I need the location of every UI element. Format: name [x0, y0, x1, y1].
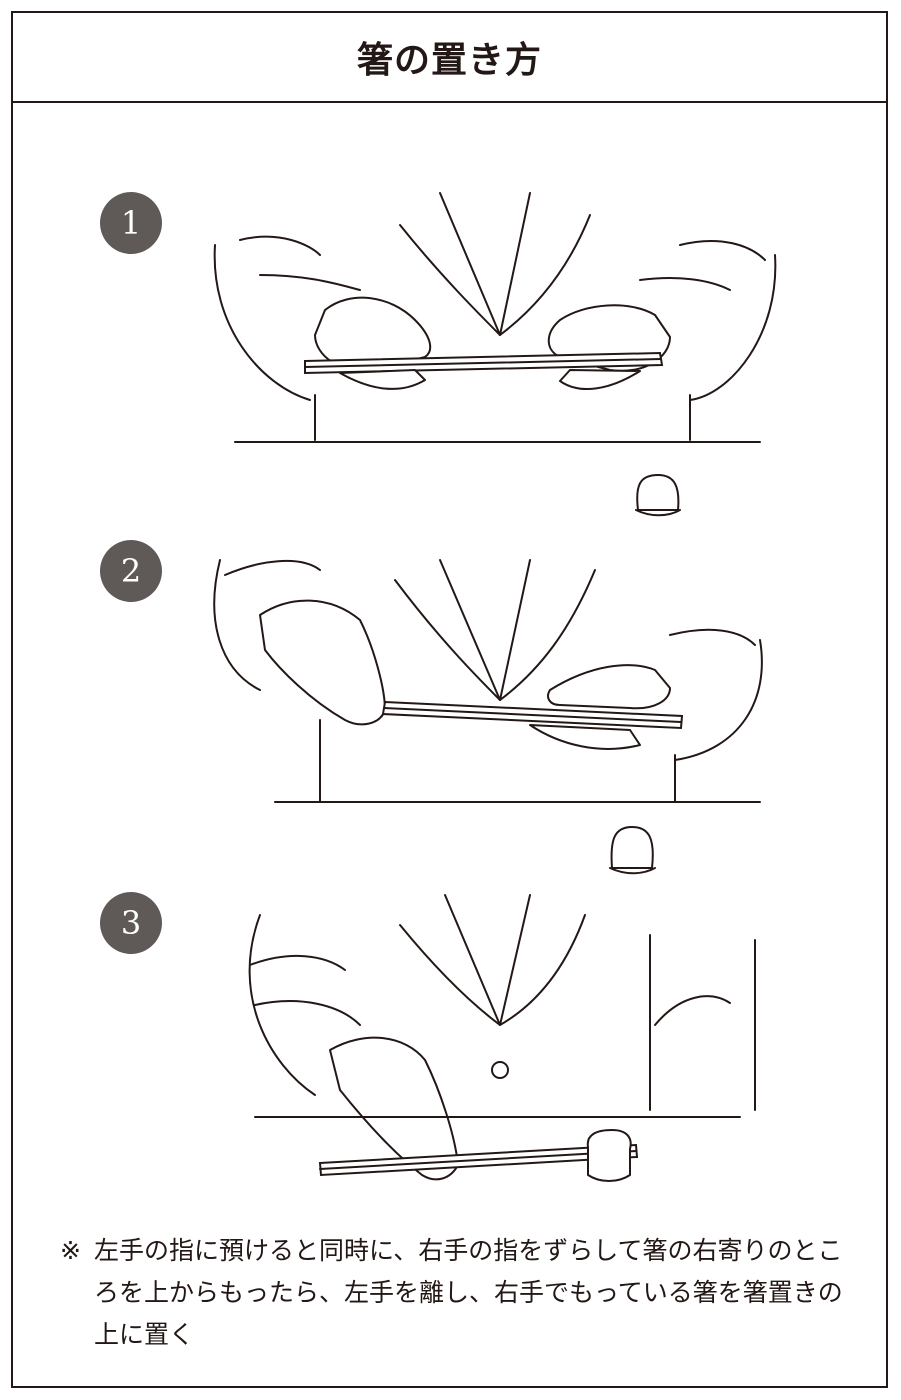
- lapel-left: [400, 225, 500, 335]
- left-sleeve-fold: [250, 956, 345, 970]
- left-sleeve-fold: [225, 561, 320, 575]
- left-fingers: [340, 370, 425, 389]
- chopstick-rest: [588, 1130, 631, 1181]
- page-title: 箸の置き方: [357, 31, 542, 83]
- lapel-left: [400, 925, 500, 1025]
- chopstick-rest: [637, 475, 678, 510]
- step-1-badge: 1: [100, 192, 162, 254]
- right-sleeve-fold-2: [640, 278, 730, 290]
- right-sleeve-fold: [680, 241, 765, 260]
- step-1-illustration: [200, 185, 790, 525]
- right-sleeve-outer: [690, 255, 775, 400]
- right-sleeve-fold: [670, 630, 755, 645]
- chopstick-rest: [612, 827, 653, 868]
- lapel-collar: [445, 895, 530, 1025]
- right-fingers: [530, 725, 640, 749]
- jacket-button: [492, 1062, 508, 1078]
- note-text: 左手の指に預けると同時に、右手の指をずらして箸の右寄りのところを上からもったら、…: [60, 1230, 850, 1356]
- lapel-collar: [440, 193, 530, 335]
- lapel-collar: [440, 560, 530, 700]
- step-2-illustration: [200, 540, 790, 880]
- left-sleeve-fold: [240, 237, 320, 255]
- left-sleeve-outer: [214, 560, 260, 690]
- right-sleeve-fold: [655, 996, 730, 1025]
- left-sleeve-fold-2: [255, 1001, 360, 1025]
- left-sleeve-fold-2: [260, 275, 360, 290]
- step-3-badge: 3: [100, 892, 162, 954]
- left-hand: [260, 601, 385, 725]
- lapel-left: [395, 580, 500, 700]
- step-3-illustration: [200, 885, 790, 1195]
- right-fingers: [560, 370, 640, 389]
- instruction-note: ※ 左手の指に預けると同時に、右手の指をずらして箸の右寄りのところを上からもった…: [60, 1230, 850, 1356]
- title-bar: 箸の置き方: [13, 13, 886, 103]
- left-sleeve-outer: [215, 245, 310, 400]
- right-hand: [548, 665, 670, 708]
- step-2-badge: 2: [100, 540, 162, 602]
- note-mark: ※: [60, 1230, 81, 1272]
- right-sleeve-outer: [675, 640, 762, 760]
